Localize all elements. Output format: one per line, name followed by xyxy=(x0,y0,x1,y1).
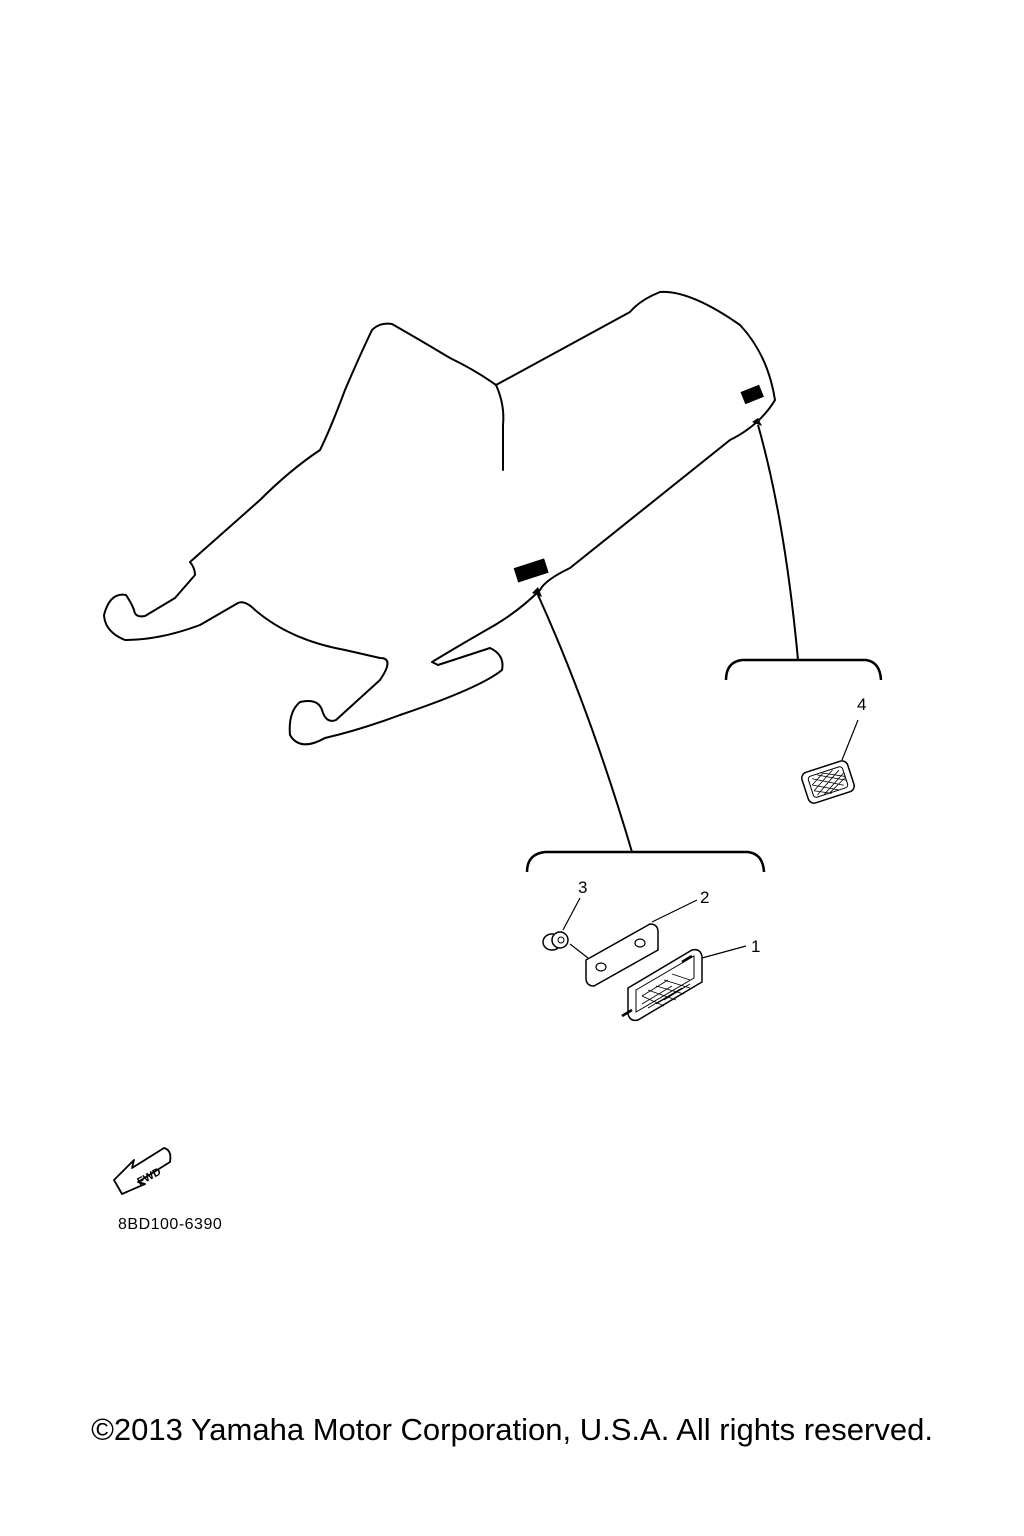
callout-4-leader xyxy=(841,719,859,761)
group-bracket-rear xyxy=(724,658,883,681)
nut-to-plate-line xyxy=(569,943,589,959)
callout-1: 1 xyxy=(751,937,760,956)
callout-3: 3 xyxy=(578,878,587,897)
side-reflector-location-marker xyxy=(513,558,549,583)
diagram-code: 8BD100-6390 xyxy=(118,1216,222,1233)
leader-line-rear xyxy=(757,424,799,661)
callout-2-leader xyxy=(651,899,698,923)
callout-2: 2 xyxy=(700,888,709,907)
nut-3-part xyxy=(542,931,569,951)
group-bracket-side xyxy=(525,850,766,873)
reflector-1-part xyxy=(621,948,703,1022)
snowmobile-outline xyxy=(103,290,776,746)
leader-arrow-rear xyxy=(752,418,762,426)
leader-line-side xyxy=(537,594,633,853)
plate-2-part xyxy=(585,923,659,987)
callout-3-leader xyxy=(562,897,581,931)
rear-reflector-location-marker xyxy=(740,384,764,405)
reflector-4-part xyxy=(801,760,855,804)
copyright-notice: ©2013 Yamaha Motor Corporation, U.S.A. A… xyxy=(91,1412,933,1447)
fwd-arrow-icon: FWD xyxy=(113,1147,172,1195)
callout-1-leader xyxy=(701,945,747,959)
callout-4: 4 xyxy=(857,695,866,714)
leader-arrow-side xyxy=(532,587,542,597)
